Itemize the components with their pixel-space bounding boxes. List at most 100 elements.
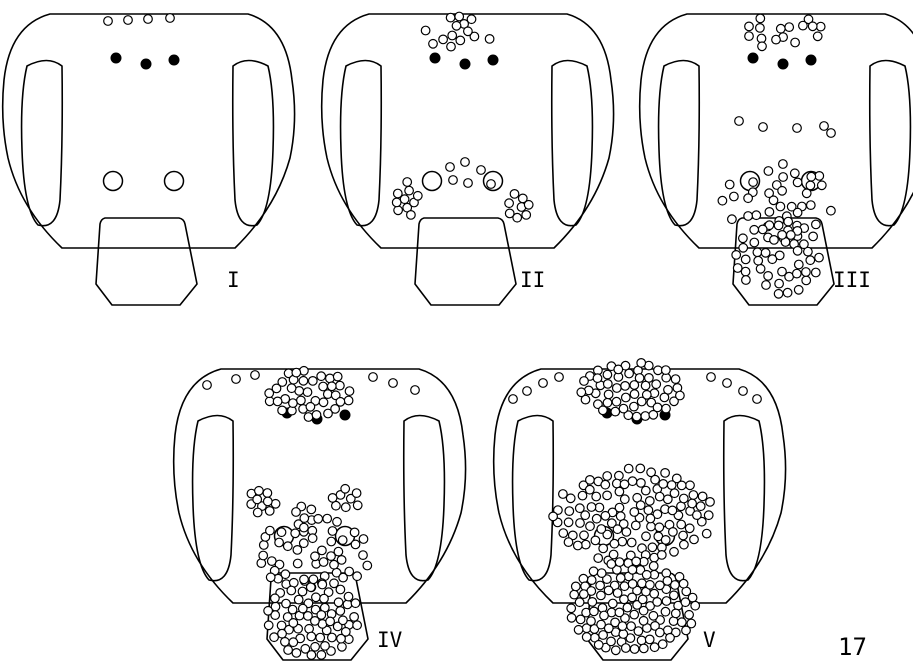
setal-pit — [688, 499, 697, 508]
setal-pit — [661, 607, 670, 616]
setal-pit — [610, 539, 619, 548]
ocellus — [778, 59, 788, 69]
setal-pit — [659, 480, 668, 489]
setal-pit — [307, 632, 316, 641]
setal-pit — [806, 256, 815, 265]
setal-pit — [334, 598, 343, 607]
setal-pit — [601, 512, 610, 521]
setal-pit — [656, 628, 665, 637]
setal-pit — [622, 528, 631, 537]
figure-number: 17 — [838, 633, 867, 661]
setal-pit — [739, 387, 748, 396]
setal-pit — [621, 382, 630, 391]
setal-pit — [307, 583, 316, 592]
setal-pit — [609, 599, 618, 608]
ocellus — [111, 53, 121, 63]
setal-pit — [446, 163, 455, 172]
setal-pit — [353, 621, 362, 630]
setal-pit — [664, 495, 673, 504]
setal-pit — [330, 579, 339, 588]
setal-pit — [328, 527, 337, 536]
setal-pit — [232, 375, 241, 384]
setal-pit — [582, 540, 591, 549]
setal-pit — [693, 511, 702, 520]
setal-pit — [292, 368, 301, 377]
setal-pit — [653, 598, 662, 607]
setal-pit — [505, 209, 514, 218]
setal-pit — [630, 390, 639, 399]
setal-pit — [750, 226, 759, 235]
setal-pit — [580, 531, 589, 540]
setal-pit — [461, 158, 470, 167]
setal-pit — [203, 381, 212, 390]
setal-pit — [564, 518, 573, 527]
setal-pit — [807, 172, 816, 181]
setal-pit — [661, 469, 670, 478]
setal-pit — [333, 518, 342, 527]
setal-pit — [779, 173, 788, 182]
setal-pit — [741, 255, 750, 264]
setal-pit — [452, 22, 461, 31]
setal-pit — [597, 569, 606, 578]
setal-pit — [807, 201, 816, 210]
setal-pit — [744, 194, 753, 203]
setal-pit — [311, 643, 320, 652]
setal-pit — [620, 582, 629, 591]
setal-pit — [405, 186, 414, 195]
setal-pit — [264, 607, 273, 616]
setal-pit — [818, 181, 827, 190]
head-panel — [640, 14, 913, 305]
setal-pit — [793, 269, 802, 278]
setal-pit — [690, 535, 699, 544]
setal-pit — [607, 560, 616, 569]
setal-pit — [615, 487, 624, 496]
setal-pit — [324, 409, 333, 418]
setal-pit — [304, 413, 313, 422]
setal-pit — [650, 589, 659, 598]
setal-pit — [612, 397, 621, 406]
setal-pit — [575, 598, 584, 607]
setal-pit — [623, 603, 632, 612]
setal-pit — [350, 613, 359, 622]
setal-pit — [609, 550, 618, 559]
setal-pit — [338, 536, 347, 545]
setal-pit — [637, 636, 646, 645]
setal-pit — [658, 551, 667, 560]
setal-pit — [646, 581, 655, 590]
setal-pit — [791, 169, 800, 178]
setal-pit — [336, 398, 345, 407]
setal-pit — [301, 645, 310, 654]
head-panel — [3, 14, 295, 305]
setal-pit — [599, 406, 608, 415]
compound-eye-left — [193, 416, 234, 581]
setal-pit — [756, 24, 765, 33]
setal-pit — [672, 609, 681, 618]
setal-pit — [449, 176, 458, 185]
setal-pit — [311, 617, 320, 626]
head-outline — [3, 14, 295, 248]
setal-pit — [578, 491, 587, 500]
setal-pit — [299, 377, 308, 386]
setal-pit — [636, 501, 645, 510]
setal-pit — [144, 15, 153, 24]
setal-pit — [655, 523, 664, 532]
setal-pit — [273, 397, 282, 406]
setal-pit — [604, 390, 613, 399]
setal-pit — [605, 624, 614, 633]
setal-pit — [637, 359, 646, 368]
setal-pit — [597, 525, 606, 534]
setal-pit — [587, 503, 596, 512]
setal-pit — [761, 249, 770, 258]
setal-pit — [625, 369, 634, 378]
setal-pit — [555, 373, 564, 382]
setal-pit — [677, 481, 686, 490]
setal-pit — [336, 381, 345, 390]
setal-pit — [320, 594, 329, 603]
setal-pit — [448, 31, 457, 40]
setal-pit — [651, 475, 660, 484]
setal-pit — [303, 388, 312, 397]
setal-pit — [564, 538, 573, 547]
setal-pit — [312, 411, 321, 420]
setal-pit — [308, 534, 317, 543]
setal-pit — [733, 264, 742, 273]
